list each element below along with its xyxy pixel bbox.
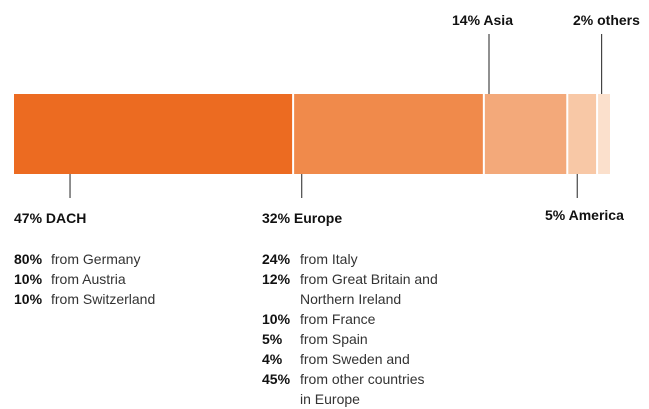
europe-breakdown-row: 12% from Great Britain and <box>262 269 438 289</box>
label-others-pct: 2% <box>573 12 594 28</box>
dach-breakdown-pct: 10% <box>14 271 43 287</box>
dach-breakdown-text: from Germany <box>51 251 141 267</box>
europe-breakdown-row: 5% from Spain <box>262 329 438 349</box>
europe-breakdown-row: 10% from France <box>262 309 438 329</box>
europe-breakdown-text: from Great Britain and <box>300 271 438 287</box>
dach-breakdown-row: 10% from Switzerland <box>14 289 155 309</box>
bar-segment-america <box>568 94 597 174</box>
europe-breakdown-pct: 5% <box>262 331 283 347</box>
label-america-name: America <box>568 207 624 223</box>
europe-breakdown-text: from Italy <box>300 251 358 267</box>
europe-breakdown-pct: 10% <box>262 311 291 327</box>
bar-segment-others <box>598 94 610 174</box>
label-europe-name: Europe <box>293 210 343 226</box>
label-europe: 32% Europe <box>262 210 342 226</box>
europe-breakdown-row: 4% from Sweden and <box>262 349 438 369</box>
bar-segment-asia <box>484 94 567 174</box>
europe-breakdown-row: in Europe <box>262 389 438 409</box>
europe-breakdown-text: from Sweden and <box>300 351 410 367</box>
bar-segment-europe <box>294 94 483 174</box>
europe-breakdown-row: Northern Ireland <box>262 289 438 309</box>
europe-breakdown: 24%from Italy 12%from Great Britain and … <box>262 249 438 409</box>
europe-breakdown-pct: 12% <box>262 271 291 287</box>
dach-breakdown-pct: 10% <box>14 291 43 307</box>
europe-breakdown-pct: 24% <box>262 251 291 267</box>
dach-breakdown-row: 80% from Germany <box>14 249 155 269</box>
europe-breakdown-pct <box>262 289 300 309</box>
europe-breakdown-text: from other countries <box>300 371 425 387</box>
europe-breakdown-text: from Spain <box>300 331 368 347</box>
label-europe-pct: 32% <box>262 210 291 226</box>
europe-breakdown-pct: 45% <box>262 371 291 387</box>
leader-lines <box>69 34 603 198</box>
label-asia: 14% Asia <box>452 12 513 28</box>
dach-breakdown-pct: 80% <box>14 251 43 267</box>
dach-breakdown-text: from Austria <box>51 271 126 287</box>
dach-breakdown-row: 10% from Austria <box>14 269 155 289</box>
europe-breakdown-text: Northern Ireland <box>300 291 402 307</box>
dach-breakdown: 80% from Germany 10% from Austria 10% from … <box>14 249 155 309</box>
label-others: 2% others <box>573 12 640 28</box>
europe-breakdown-row: 45% from other countries <box>262 369 438 389</box>
label-america: 5% America <box>545 207 624 223</box>
label-dach: 47% DACH <box>14 210 86 226</box>
europe-breakdown-pct: 4% <box>262 351 283 367</box>
europe-breakdown-text: from France <box>300 311 376 327</box>
label-asia-pct: 14% <box>452 12 481 28</box>
europe-breakdown-text: in Europe <box>300 391 360 407</box>
label-asia-name: Asia <box>483 12 513 28</box>
bar-segment-dach <box>14 94 293 174</box>
label-dach-name: DACH <box>45 210 87 226</box>
label-america-pct: 5% <box>545 207 566 223</box>
dach-breakdown-text: from Switzerland <box>51 291 156 307</box>
label-others-name: others <box>597 12 640 28</box>
europe-breakdown-row: 24% from Italy <box>262 249 438 269</box>
europe-breakdown-pct <box>262 389 300 409</box>
label-dach-pct: 47% <box>14 210 43 226</box>
bar-segments <box>14 94 610 174</box>
